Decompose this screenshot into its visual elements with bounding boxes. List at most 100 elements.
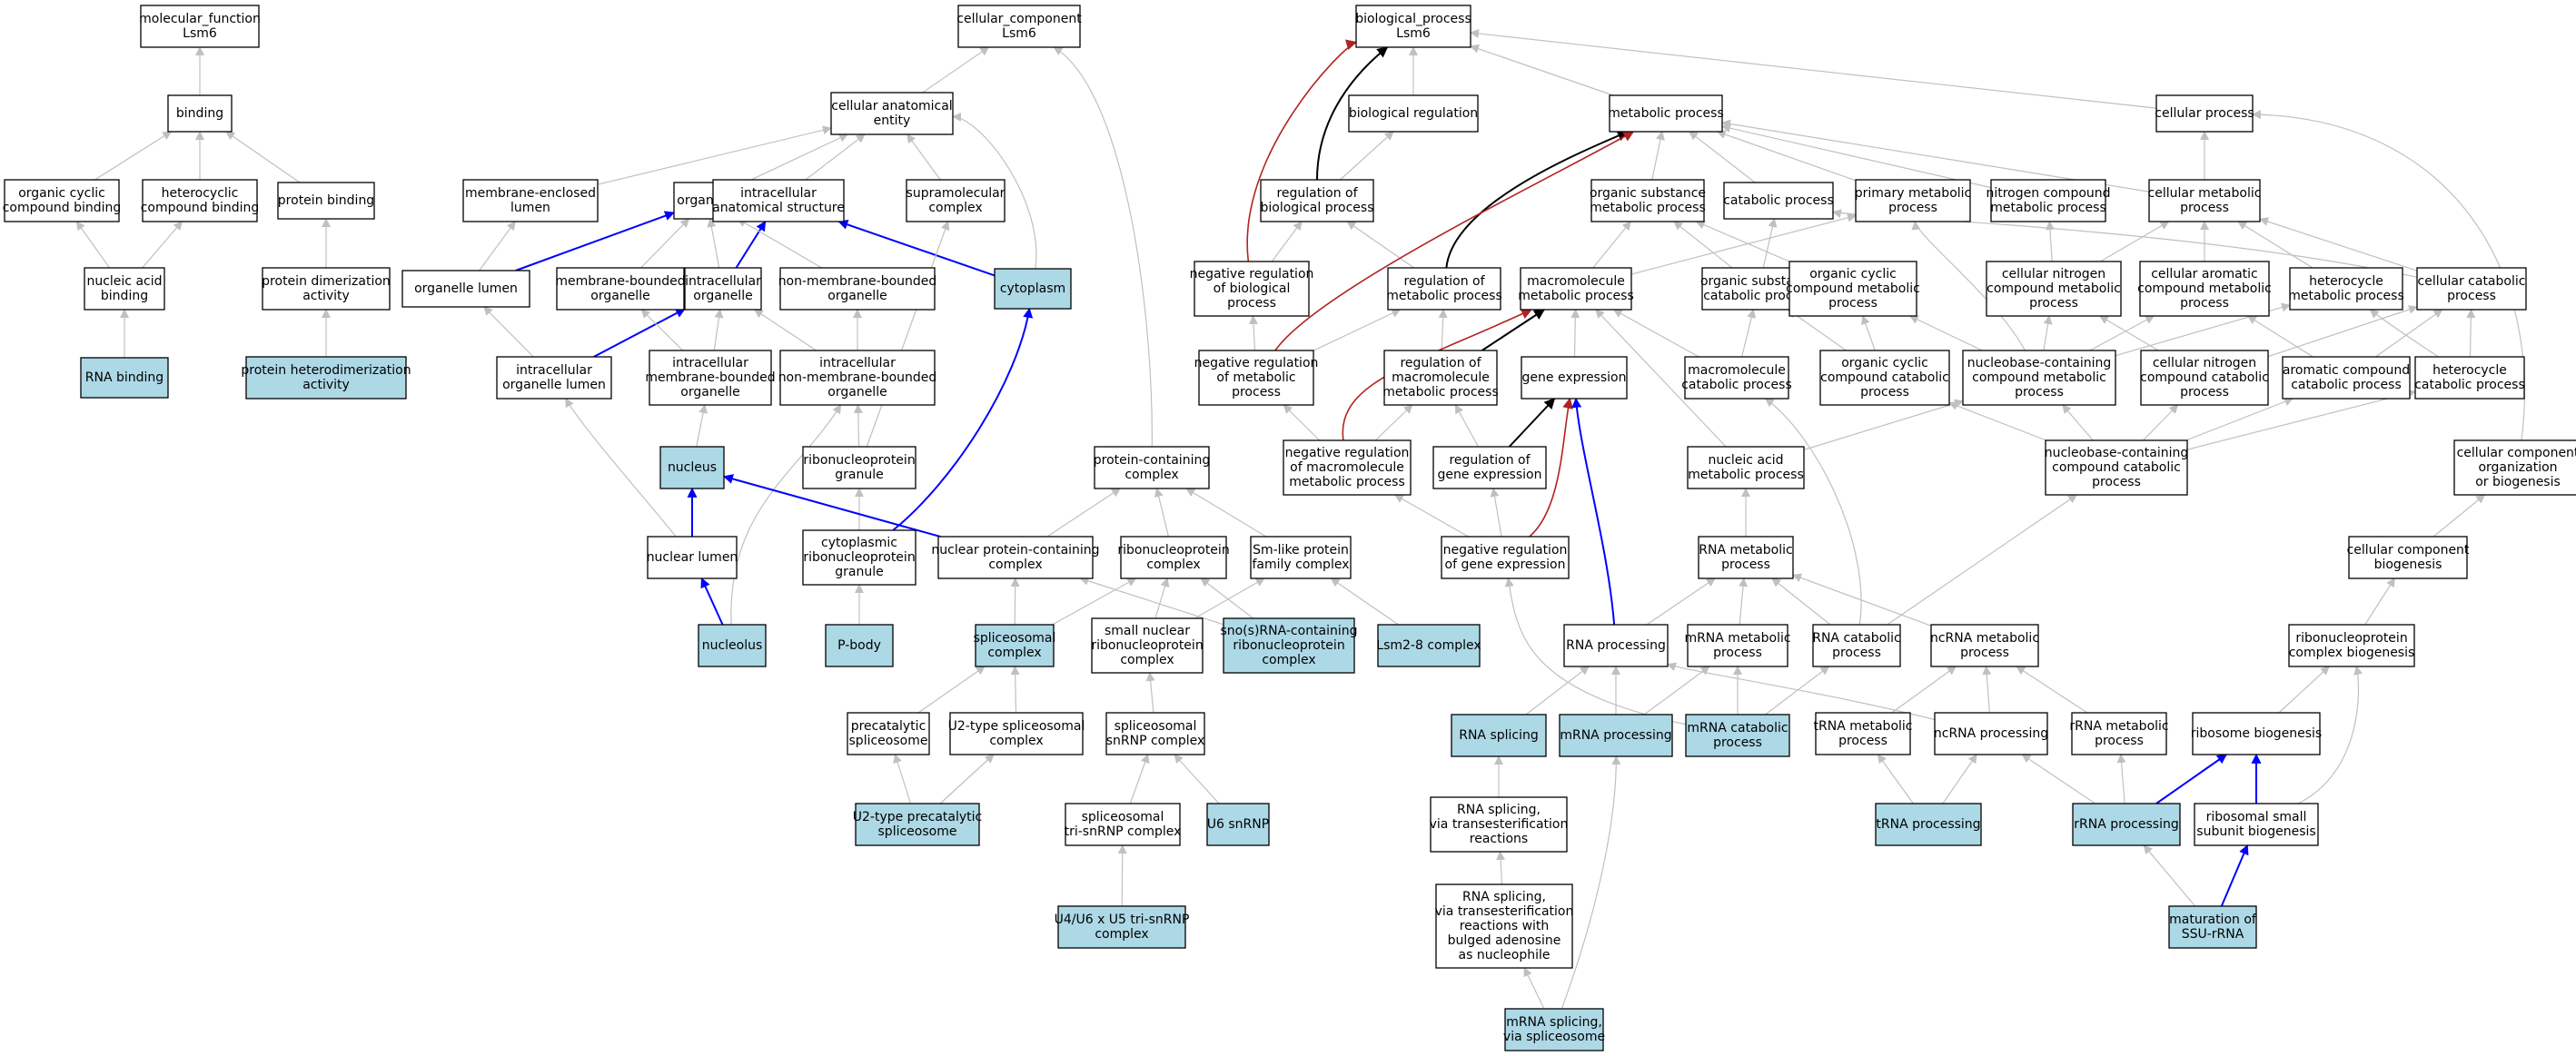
go-term-node-prot-bind[interactable]: protein binding (277, 182, 375, 220)
go-term-node-pbody[interactable]: P-body (825, 624, 894, 667)
go-term-node-catab[interactable]: catabolic process (1723, 182, 1834, 220)
go-term-node-cell-proc[interactable]: cellular process (2155, 94, 2254, 133)
go-term-node-org-lumen[interactable]: organelle lumen (401, 270, 530, 308)
edge-is-a-u2type-to-spliceosomal (1010, 666, 1020, 714)
go-term-node-rna-bind[interactable]: RNA binding (80, 357, 169, 399)
go-term-node-rna-splice-bulged[interactable]: RNA splicing,via transesterificationreac… (1435, 883, 1574, 969)
go-term-node-metab[interactable]: metabolic process (1608, 94, 1724, 133)
go-term-node-binding[interactable]: binding (167, 94, 233, 133)
go-term-node-gene-expr[interactable]: gene expression (1521, 356, 1628, 400)
go-term-node-rna-splice[interactable]: RNA splicing (1451, 714, 1547, 757)
go-term-node-nuc-lumen[interactable]: nuclear lumen (647, 536, 738, 579)
go-term-node-mrna-splice[interactable]: mRNA splicing,via spliceosome (1503, 1008, 1605, 1051)
go-term-node-nucleolus[interactable]: nucleolus (698, 624, 767, 667)
node-label-line: via spliceosome (1503, 1030, 1605, 1044)
go-term-node-lsm28[interactable]: Lsm2-8 complex (1376, 624, 1481, 667)
go-term-node-bio-reg[interactable]: biological regulation (1348, 94, 1479, 133)
go-term-node-rrna-proc[interactable]: rRNA processing (2072, 803, 2181, 846)
go-term-node-ribo-biog[interactable]: ribosome biogenesis (2191, 712, 2322, 755)
go-term-node-ic-nonmem[interactable]: intracellularnon-membrane-boundedorganel… (778, 350, 937, 406)
go-term-node-u6[interactable]: U6 snRNP (1206, 803, 1270, 846)
go-term-node-mrna-proc[interactable]: mRNA processing (1559, 714, 1673, 757)
go-term-node-nucleus[interactable]: nucleus (659, 446, 725, 489)
go-term-node-snornp[interactable]: sno(s)RNA-containingribonucleoproteincom… (1220, 617, 1358, 674)
go-term-node-trna-proc[interactable]: tRNA processing (1875, 803, 1982, 846)
go-term-node-ncrna-proc[interactable]: ncRNA processing (1934, 712, 2048, 755)
go-term-node-rna-proc[interactable]: RNA processing (1563, 624, 1669, 667)
go-term-node-cytoplasm[interactable]: cytoplasm (994, 268, 1072, 310)
go-term-node-rna-splice-trans[interactable]: RNA splicing,via transesterificationreac… (1430, 796, 1569, 853)
